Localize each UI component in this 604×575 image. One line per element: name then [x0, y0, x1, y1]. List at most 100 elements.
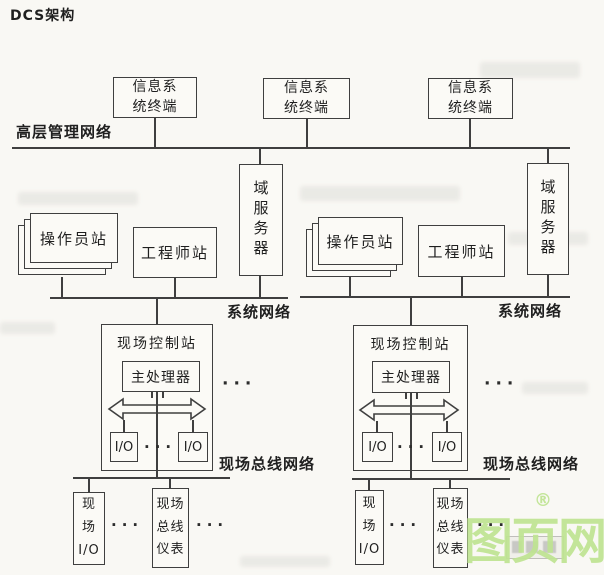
ellipsis: ··· — [144, 438, 177, 456]
bleed-artifact — [240, 556, 330, 567]
ellipsis: ··· — [397, 438, 430, 456]
field-io-box-left: 现 场 I/O — [73, 492, 105, 565]
info-terminal-label-line1: 信息系 — [448, 79, 493, 96]
connector — [416, 393, 418, 399]
engineer-station-box-right: 工程师站 — [418, 225, 505, 277]
fieldbus-instrument-label-line2: 总线 — [436, 519, 465, 535]
fieldbus-instrument-label-line2: 总线 — [156, 519, 185, 535]
main-processor-box-left: 主处理器 — [122, 361, 200, 392]
domain-server-label: 域服务器 — [538, 179, 557, 259]
fieldbus-instrument-box-left: 现场 总线 仪表 — [152, 488, 189, 568]
connector — [151, 392, 153, 398]
connector — [61, 277, 63, 297]
fieldbus-bus-left — [73, 477, 230, 479]
bus-double-arrow-left — [107, 397, 207, 421]
info-terminal-label-line1: 信息系 — [132, 78, 178, 95]
main-processor-box-right: 主处理器 — [372, 361, 450, 393]
watermark: 图页网 ® — [462, 490, 604, 575]
domain-server-box-left: 域服务器 — [239, 164, 283, 276]
fieldbus-instrument-label-line1: 现场 — [436, 496, 465, 512]
management-network-label: 高层管理网络 — [16, 123, 113, 141]
ellipsis: ··· — [196, 516, 229, 534]
info-terminal-box-2: 信息系 统终端 — [263, 78, 350, 119]
field-io-label-line1: 现 — [362, 496, 377, 512]
ellipsis: ··· — [389, 516, 422, 534]
field-io-label-line3: I/O — [78, 542, 100, 558]
operator-station-label: 操作员站 — [326, 232, 395, 251]
ellipsis: ··· — [484, 374, 519, 394]
fieldbus-bus-right — [352, 478, 510, 480]
field-io-label-line1: 现 — [81, 497, 96, 513]
field-control-station-label: 现场控制站 — [117, 336, 197, 352]
connector — [123, 420, 125, 432]
connector — [469, 119, 471, 148]
io-module-label: I/O — [368, 439, 387, 455]
ellipsis: ··· — [477, 516, 510, 534]
connector — [259, 276, 261, 297]
connector — [154, 118, 156, 148]
engineer-station-label: 工程师站 — [140, 244, 209, 262]
connector — [446, 421, 448, 432]
main-processor-label: 主处理器 — [131, 369, 191, 386]
operator-station-box-left: 操作员站 — [30, 213, 118, 263]
info-terminal-box-3: 信息系 统终端 — [428, 78, 513, 119]
connector — [461, 277, 463, 296]
field-io-label-line3: I/O — [358, 541, 381, 557]
management-network-bus — [12, 147, 570, 149]
info-terminal-box-1: 信息系 统终端 — [113, 77, 197, 118]
connector — [192, 420, 194, 432]
connector — [349, 277, 351, 296]
bus-double-arrow-right — [358, 398, 460, 422]
connector — [368, 479, 370, 490]
watermark-artifact — [512, 541, 522, 553]
bleed-artifact — [300, 186, 460, 201]
field-io-label-line2: 场 — [81, 520, 96, 536]
connector — [162, 392, 164, 398]
connector — [405, 393, 407, 399]
io-module-box: I/O — [178, 432, 208, 462]
connector — [306, 119, 308, 148]
io-module-box: I/O — [362, 432, 393, 462]
field-control-station-label: 现场控制站 — [370, 337, 451, 353]
info-terminal-label-line2: 统终端 — [284, 99, 329, 116]
info-terminal-label-line2: 统终端 — [448, 99, 493, 116]
io-module-box: I/O — [110, 432, 138, 462]
processor-bus-line — [156, 392, 158, 477]
bleed-artifact — [480, 62, 580, 78]
io-module-label: I/O — [437, 439, 457, 455]
io-module-label: I/O — [114, 439, 134, 455]
fieldbus-instrument-box-right: 现场 总线 仪表 — [433, 488, 468, 568]
system-network-label-right: 系统网络 — [498, 302, 563, 320]
connector — [547, 148, 549, 164]
bleed-artifact — [18, 192, 138, 205]
domain-server-label: 域服务器 — [251, 180, 270, 260]
engineer-station-label: 工程师站 — [427, 242, 496, 261]
connector — [410, 298, 412, 325]
ellipsis: ··· — [111, 516, 144, 534]
connector — [156, 299, 158, 324]
domain-server-box-right: 域服务器 — [527, 163, 569, 275]
processor-bus-line — [410, 393, 412, 478]
ellipsis: ··· — [222, 374, 257, 394]
registered-trademark-icon: ® — [534, 490, 552, 511]
fieldbus-instrument-label-line3: 仪表 — [156, 542, 185, 558]
fieldbus-instrument-label-line3: 仪表 — [436, 542, 465, 558]
info-terminal-label-line1: 信息系 — [284, 79, 329, 96]
fieldbus-network-label-left: 现场总线网络 — [219, 455, 316, 473]
connector — [88, 478, 90, 492]
connector — [449, 479, 451, 488]
connector — [376, 421, 378, 432]
connector — [259, 148, 261, 165]
watermark-artifact — [526, 541, 538, 553]
system-network-bus-left — [50, 297, 288, 299]
engineer-station-box-left: 工程师站 — [133, 227, 217, 278]
bleed-artifact — [0, 322, 55, 334]
operator-station-label: 操作员站 — [39, 229, 108, 248]
io-module-label: I/O — [183, 439, 203, 455]
page-title: DCS架构 — [10, 8, 76, 24]
connector — [169, 478, 171, 488]
watermark-text: 图页网 — [464, 513, 604, 570]
main-processor-label: 主处理器 — [381, 370, 441, 386]
fieldbus-instrument-label-line1: 现场 — [156, 496, 185, 512]
